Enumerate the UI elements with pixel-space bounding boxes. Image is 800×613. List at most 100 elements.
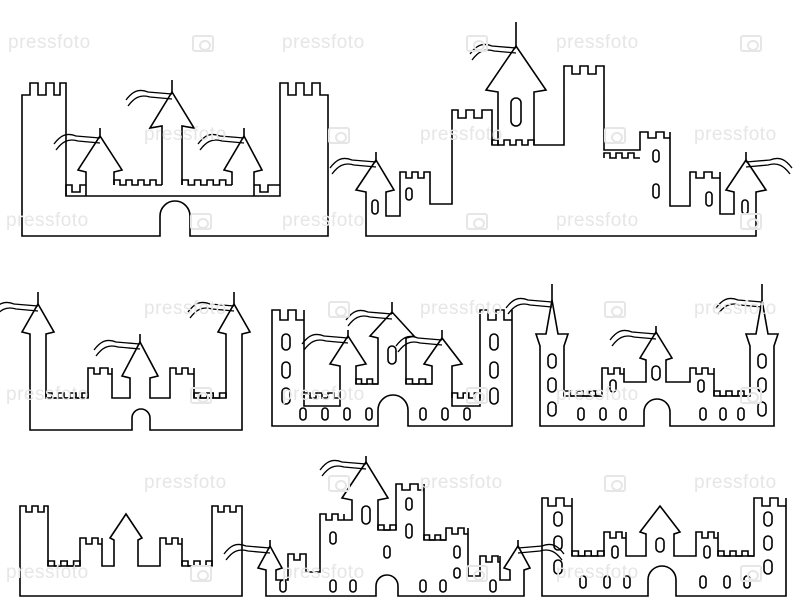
window-icon — [547, 353, 557, 369]
window-icon — [547, 401, 557, 417]
flag-icon — [93, 339, 141, 357]
flag-poles — [37, 292, 235, 344]
crenellated-wall — [181, 560, 213, 567]
crenellated-wall — [47, 560, 81, 567]
flag-icon — [345, 309, 393, 327]
flag-poles — [551, 284, 763, 334]
flag-icon — [609, 329, 657, 347]
flag-icon — [319, 459, 367, 477]
castle-3 — [0, 292, 252, 431]
window-icon — [619, 407, 627, 421]
outer-wall — [541, 497, 787, 597]
flag-poles — [99, 80, 245, 138]
window-icon — [489, 333, 499, 351]
window-icon — [299, 407, 307, 421]
castle-6 — [19, 505, 243, 597]
window-icon — [281, 333, 291, 351]
outer-wall — [19, 505, 243, 597]
castle-1 — [21, 80, 329, 237]
castle-8 — [541, 497, 787, 597]
window-icon — [371, 199, 379, 215]
flag-icon — [329, 157, 377, 175]
window-icon — [405, 523, 413, 539]
crenellated-wall — [405, 378, 432, 385]
flag-icon — [223, 543, 271, 561]
right-spire — [222, 134, 280, 196]
window-icon — [489, 387, 499, 405]
flag-icon — [745, 157, 793, 175]
window-icon — [623, 575, 631, 589]
flag-poles — [269, 456, 519, 548]
window-icon — [489, 361, 499, 379]
window-icon — [723, 575, 731, 589]
window-icon — [757, 401, 767, 417]
window-icon — [652, 149, 660, 163]
window-icon — [741, 199, 749, 215]
flag-icon — [197, 133, 245, 151]
flag-poles — [375, 22, 747, 162]
window-icon — [329, 579, 337, 593]
window-icon — [655, 537, 665, 553]
window-icon — [609, 379, 617, 393]
window-icon — [329, 531, 337, 545]
window-icon — [405, 187, 413, 201]
window-icon — [281, 361, 291, 379]
flag-poles — [347, 302, 443, 340]
outer-wall — [21, 82, 329, 237]
window-icon — [553, 559, 563, 575]
crenellated-wall — [717, 550, 754, 557]
castle-2 — [329, 22, 793, 237]
window-icon — [279, 579, 287, 593]
outer-wall — [271, 309, 513, 427]
crenellated-wall — [377, 524, 397, 531]
window-icon — [365, 407, 373, 421]
outer-wall — [534, 299, 780, 427]
window-icon — [757, 353, 767, 369]
window-icon — [705, 191, 713, 207]
window-icon — [599, 407, 607, 421]
window-icon — [441, 407, 449, 421]
window-icon — [652, 183, 660, 199]
flag-icon — [125, 89, 173, 107]
window-icon — [577, 407, 585, 421]
flag-icon — [301, 333, 349, 351]
window-icon — [361, 505, 371, 525]
crenellated-wall — [713, 390, 750, 397]
crenellated-wall — [563, 390, 602, 397]
inner-wall-left — [113, 179, 162, 186]
castle-5 — [505, 284, 780, 427]
window-icon — [510, 97, 522, 127]
window-icon — [579, 575, 587, 589]
window-icon — [743, 575, 751, 589]
crenellated-wall — [571, 550, 605, 557]
window-icon — [737, 407, 745, 421]
window-icon — [757, 377, 767, 393]
window-icon — [419, 407, 427, 421]
window-icon — [611, 545, 619, 559]
window-icon — [405, 497, 413, 511]
window-icon — [383, 545, 391, 559]
flag-icon — [469, 43, 517, 61]
window-icon — [439, 579, 447, 593]
window-icon — [343, 407, 351, 421]
center-spire — [148, 90, 196, 185]
window-icon — [603, 575, 611, 589]
window-icon — [321, 407, 329, 421]
flag-icon — [0, 301, 39, 313]
castle-4 — [271, 302, 513, 427]
crenellated-wall — [303, 392, 340, 399]
crenellated-wall — [355, 378, 378, 385]
window-icon — [763, 535, 773, 551]
window-icon — [763, 559, 773, 575]
window-icon — [763, 511, 773, 527]
window-icon — [281, 387, 291, 405]
window-icon — [553, 535, 563, 551]
window-icon — [453, 545, 461, 559]
window-icon — [719, 407, 727, 421]
flag-icon — [505, 297, 553, 315]
flag-icon — [395, 335, 443, 353]
keep-battlement — [491, 139, 535, 146]
window-icon — [547, 377, 557, 393]
window-icon — [703, 545, 711, 559]
